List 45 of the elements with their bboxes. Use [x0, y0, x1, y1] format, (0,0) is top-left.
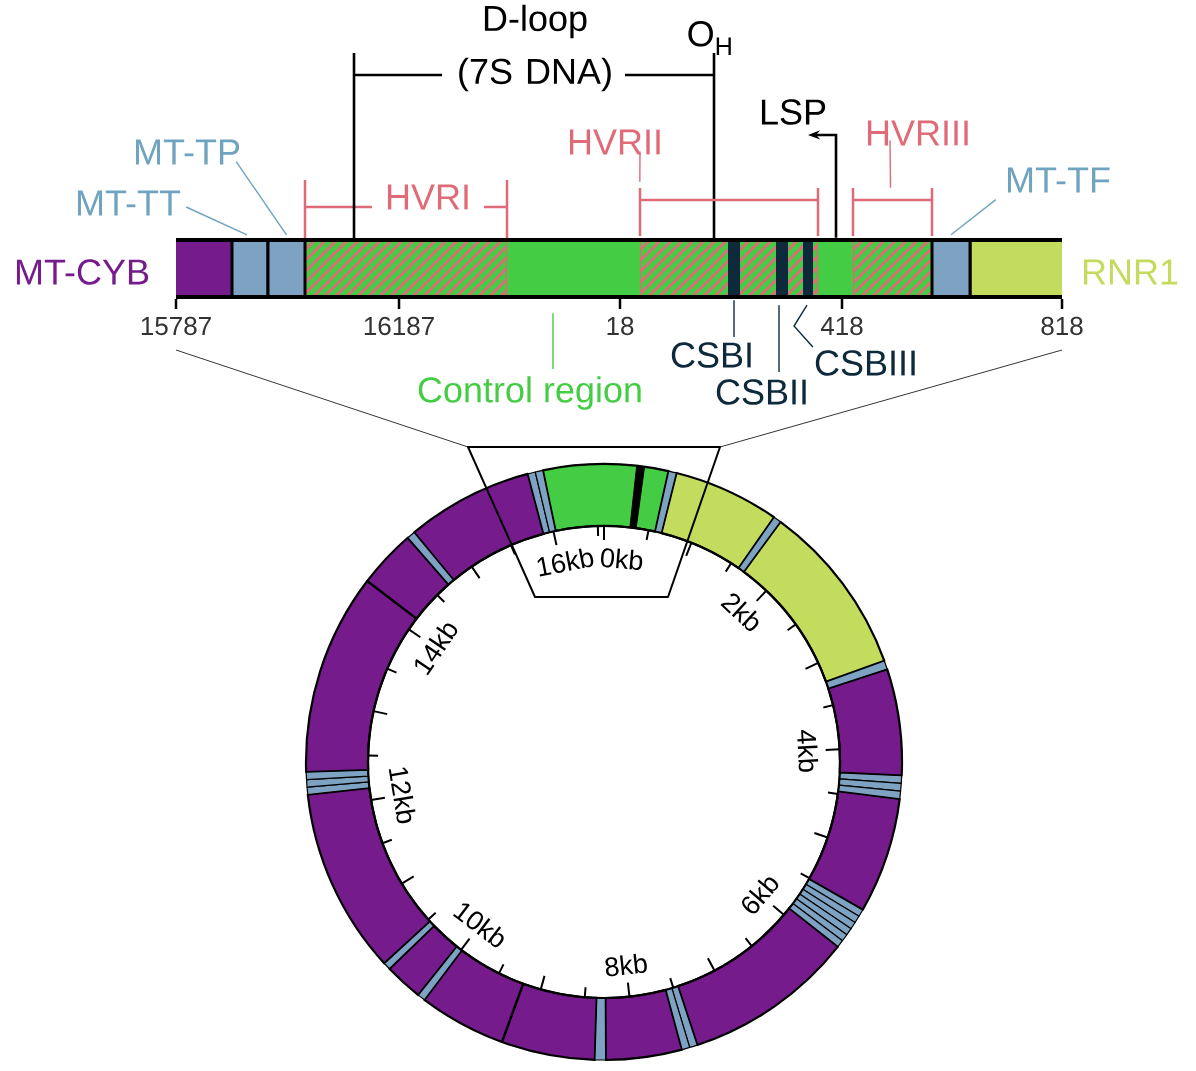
gene-segment: [266, 238, 307, 299]
region-label: HVRIII: [867, 120, 968, 146]
gene-segment: [230, 238, 270, 299]
leader-line: [778, 304, 780, 373]
gene-segment: [728, 238, 740, 299]
leader-line: [889, 139, 892, 189]
scale-label: 10kb: [452, 903, 504, 948]
scale-label: 15787: [141, 316, 211, 336]
scale-label: 4kb: [797, 730, 819, 772]
scale-label: 418: [820, 316, 863, 336]
bracket: [638, 186, 820, 238]
scale-label: 12kb: [388, 767, 416, 824]
leader-line: [733, 299, 735, 338]
bracket: [851, 186, 934, 238]
scale-label: 16kb: [537, 548, 594, 577]
scale-label: 6kb: [742, 877, 779, 914]
block-label: CSBI: [671, 342, 751, 368]
leader-line: [235, 160, 288, 236]
bracket-label: HVRI: [387, 184, 468, 210]
scale-label: 16187: [364, 316, 434, 336]
origin-label: O$_{H}$: [688, 21, 731, 55]
promoter-label: LSP: [761, 99, 826, 125]
region-label: Control region: [418, 376, 641, 410]
scale-label: 818: [1041, 316, 1083, 336]
block-label: CSBIII: [815, 350, 915, 376]
leader-line: [639, 150, 641, 183]
gene-label: MT-TP: [135, 139, 240, 165]
gene-label: MT-TT: [77, 190, 181, 216]
leader-line: [552, 312, 554, 370]
scale-label: 2kb: [720, 593, 759, 631]
gene-label: MT-TF: [1008, 167, 1110, 193]
gene-segment: [930, 238, 972, 299]
gene-label: RNR1: [1083, 259, 1178, 285]
leader-line: [185, 206, 248, 236]
gene-segment: [507, 238, 640, 299]
gene-segment: [776, 238, 788, 299]
leader-line: [950, 198, 997, 236]
leader-line: [793, 304, 814, 348]
scale-label: 0kb: [601, 548, 643, 571]
bracket-label: D-loop (7S DNA): [459, 4, 611, 92]
block-label: CSBII: [716, 379, 806, 405]
gene-segment: [803, 238, 813, 299]
scale-label: 8kb: [605, 953, 647, 977]
gene-label: MT-CYB: [16, 259, 149, 285]
region-label: HVRII: [569, 129, 660, 155]
